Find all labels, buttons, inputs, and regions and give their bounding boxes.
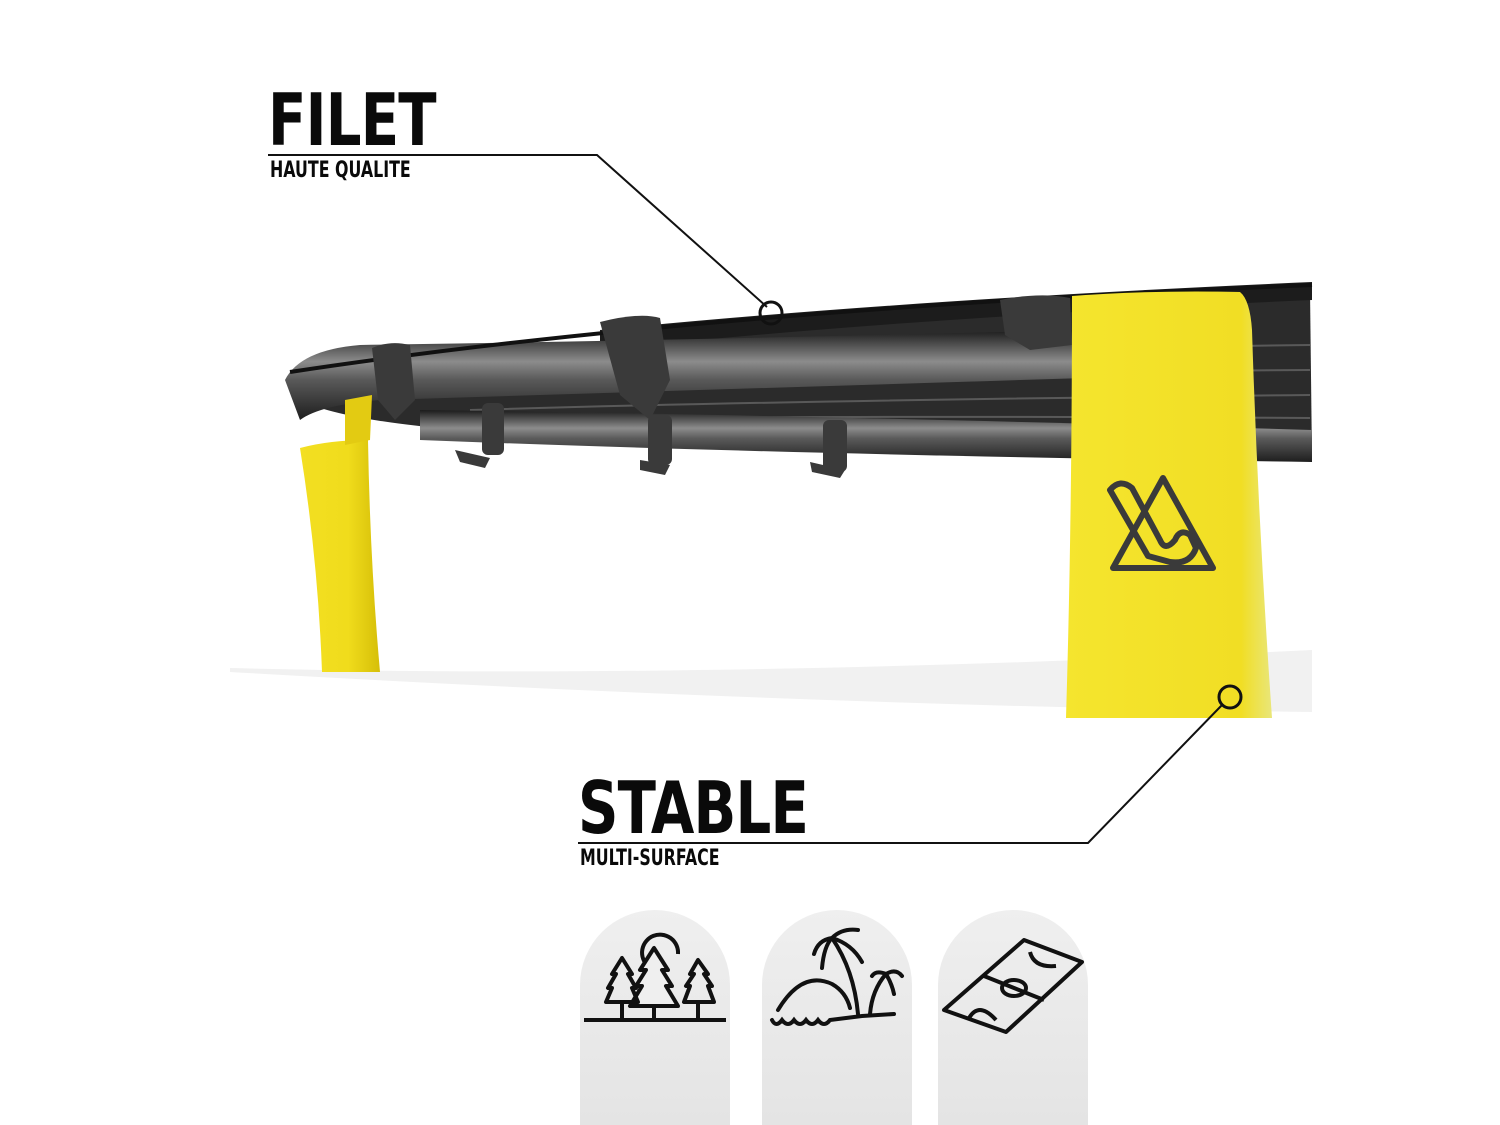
forest-icon: [584, 932, 726, 1022]
frame-clips: [372, 295, 1072, 478]
filet-title: FILET: [268, 78, 437, 162]
surface-card-forest: [580, 910, 730, 1125]
ground-shadow: [230, 650, 1312, 712]
brand-logo-icon: [1107, 475, 1216, 571]
stable-callout-line: [578, 704, 1223, 844]
stable-callout-marker: [1217, 684, 1243, 710]
stable-subtitle: MULTI-SURFACE: [580, 846, 720, 871]
surface-card-field: [938, 910, 1088, 1125]
beach-island-icon: [770, 927, 904, 1026]
left-leg: [300, 440, 380, 672]
frame-tube: [285, 330, 1085, 420]
filet-subtitle: HAUTE QUALITE: [270, 158, 411, 183]
filet-callout-marker: [758, 300, 784, 326]
surface-card-beach: [762, 910, 912, 1125]
stable-title: STABLE: [578, 766, 809, 850]
right-leg: [1066, 291, 1272, 718]
filet-callout-line: [268, 154, 768, 308]
soccer-field-icon: [942, 938, 1084, 1034]
